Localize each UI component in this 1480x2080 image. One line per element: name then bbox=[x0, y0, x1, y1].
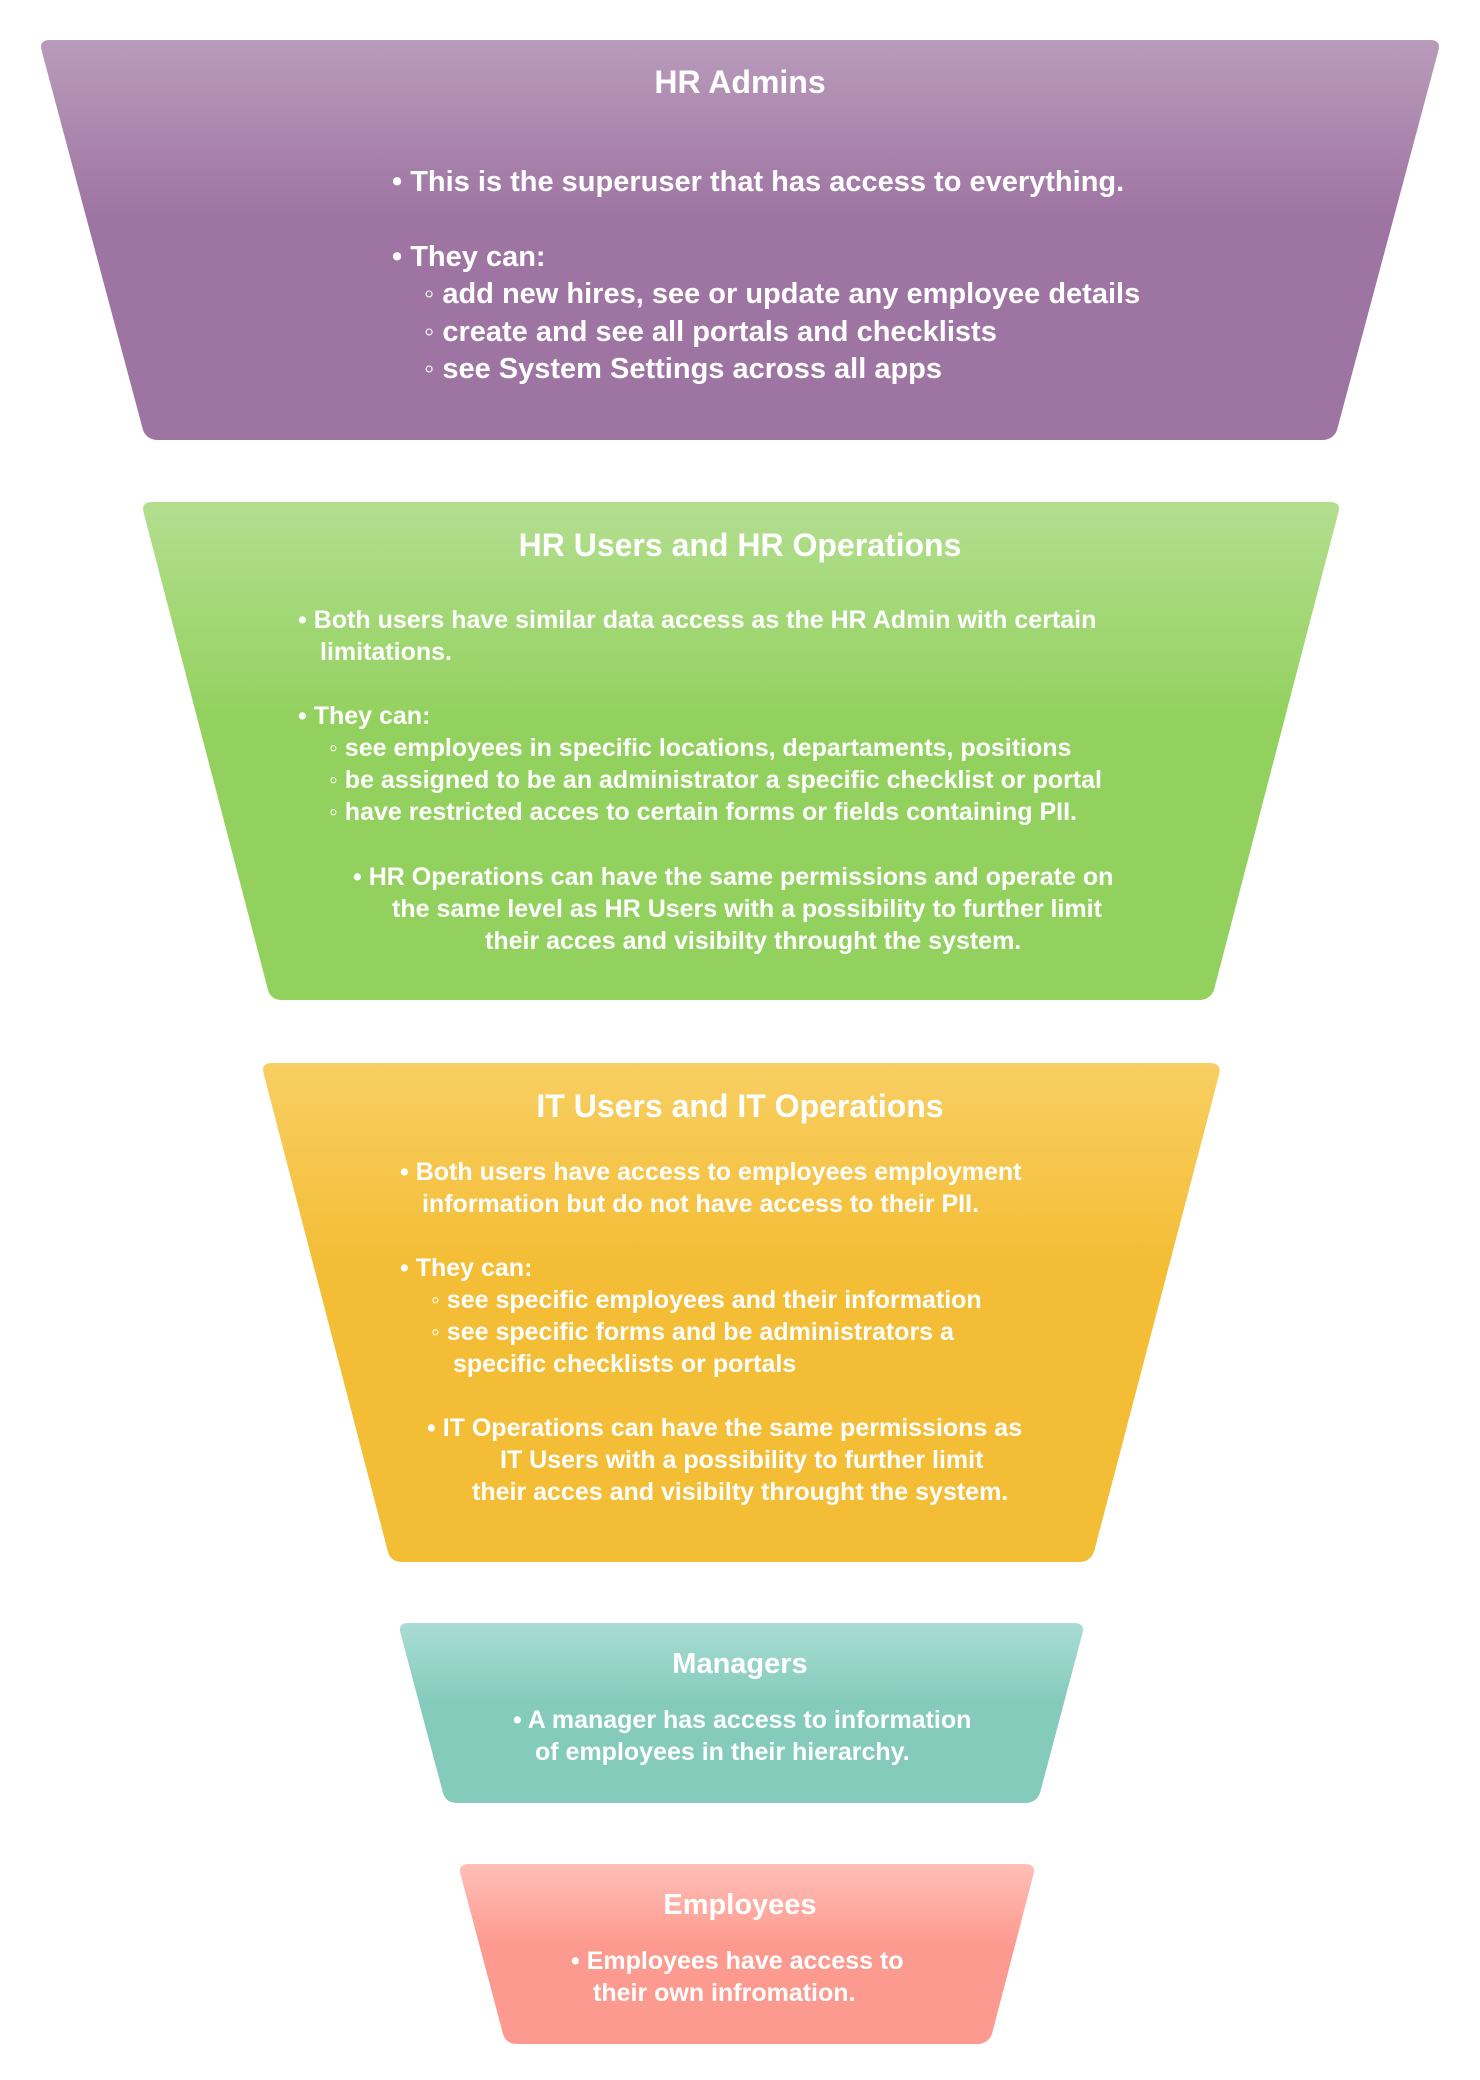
tier-line: • IT Operations can have the same permis… bbox=[427, 1414, 1023, 1442]
tier-title: Employees bbox=[663, 1889, 817, 1921]
tier-line: ◦ create and see all portals and checkli… bbox=[424, 316, 997, 348]
tier-it-users-shape bbox=[263, 1063, 1220, 1562]
tier-line: ◦ see specific forms and be administrato… bbox=[431, 1318, 954, 1346]
tier-line: IT Users with a possibility to further l… bbox=[500, 1446, 984, 1474]
tier-line: ◦ be assigned to be an administrator a s… bbox=[329, 766, 1102, 794]
tier-line: ◦ have restricted acces to certain forms… bbox=[329, 798, 1077, 826]
tier-line: information but do not have access to th… bbox=[422, 1190, 980, 1218]
tier-title: IT Users and IT Operations bbox=[536, 1088, 944, 1124]
tier-line: specific checklists or portals bbox=[453, 1350, 797, 1378]
tier-title: HR Users and HR Operations bbox=[518, 527, 962, 563]
tier-line: • This is the superuser that has access … bbox=[392, 166, 1125, 198]
tier-line: ◦ see System Settings across all apps bbox=[424, 353, 943, 385]
tier-line: ◦ see specific employees and their infor… bbox=[431, 1286, 982, 1314]
tier-line: • They can: bbox=[400, 1254, 533, 1282]
tier-line: limitations. bbox=[320, 638, 452, 666]
tier-hr-users-shape bbox=[143, 502, 1339, 1000]
tier-title: HR Admins bbox=[654, 64, 826, 100]
tier-hr-admins-shape bbox=[41, 40, 1439, 440]
tier-line: their acces and visibilty throught the s… bbox=[472, 1478, 1009, 1506]
tier-line: their own infromation. bbox=[593, 1979, 856, 2007]
tier-line: • Both users have access to employees em… bbox=[400, 1158, 1022, 1186]
tier-line: their acces and visibilty throught the s… bbox=[485, 927, 1022, 955]
tier-title: Managers bbox=[672, 1648, 808, 1680]
tier-line: • A manager has access to information bbox=[513, 1706, 972, 1734]
tier-line: ◦ add new hires, see or update any emplo… bbox=[424, 278, 1141, 310]
tier-line: the same level as HR Users with a possib… bbox=[392, 895, 1102, 923]
tier-line: • They can: bbox=[298, 702, 431, 730]
tier-employees-shape bbox=[460, 1864, 1034, 2044]
tier-line: of employees in their hierarchy. bbox=[535, 1738, 910, 1766]
tier-line: • HR Operations can have the same permis… bbox=[353, 863, 1114, 891]
tier-line: ◦ see employees in specific locations, d… bbox=[329, 734, 1072, 762]
tier-line: • Both users have similar data access as… bbox=[298, 606, 1097, 634]
tier-managers-shape bbox=[399, 1623, 1083, 1803]
tier-line: • They can: bbox=[392, 241, 546, 273]
tier-line: • Employees have access to bbox=[571, 1947, 904, 1975]
